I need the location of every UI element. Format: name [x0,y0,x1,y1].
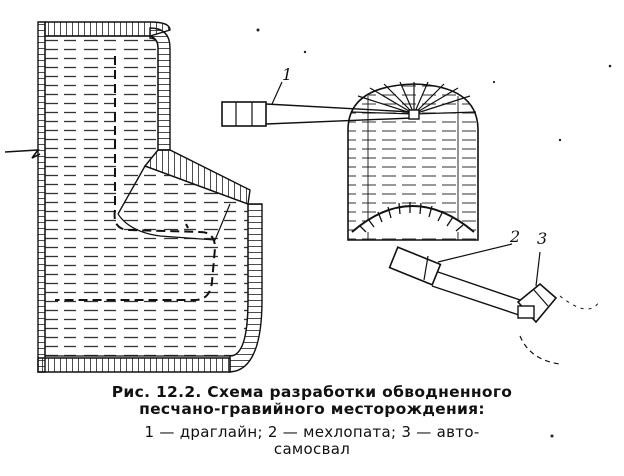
shovel-body [388,246,442,286]
water-body [44,35,249,357]
flooded-quarry [4,21,263,373]
leader-line-2 [437,243,513,263]
dashed-swing-arc [519,335,561,365]
dragline-body [221,101,267,127]
caption-title: Рис. 12.2. Схема разработки обводненного [111,383,513,401]
pit-radial-lines [351,81,477,115]
inner-slope-line [117,165,146,215]
working-contour-dashed [55,56,217,301]
label-3: 3 [537,229,547,248]
power-shovel: 2 [388,227,527,317]
caption-legend-continued: самосвал [273,440,351,458]
dragline-bucket [408,109,420,120]
shovel-boom-top [437,271,527,303]
scan-specks [256,28,612,438]
shovel-boom-bottom [431,285,523,317]
label-2: 2 [509,227,520,246]
face-arc-ticks [359,202,464,233]
label-1: 1 [282,65,292,84]
quarry-bank-left [37,21,46,373]
truck-cab [517,305,535,319]
dashed-road [559,295,601,310]
inner-contour-line [117,203,231,241]
dragline-pit [347,81,479,241]
quarry-bank-top [44,21,171,37]
leader-line-1 [271,81,283,105]
dump-truck: 3 [516,229,601,365]
face-arc [351,205,475,233]
caption-subtitle: песчано-гравийного месторождения: [139,400,485,418]
quarry-bank-bottom [37,357,231,373]
dot-mark [185,223,189,229]
leader-line-3 [535,251,541,287]
break-line [4,149,41,159]
caption-legend: 1 — драглайн; 2 — мехлопата; 3 — авто- [144,423,480,441]
